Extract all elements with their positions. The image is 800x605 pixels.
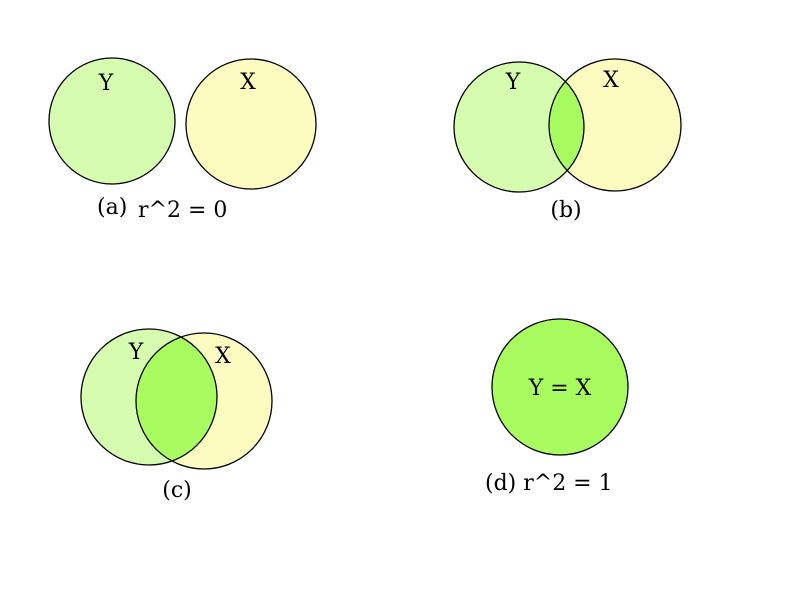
- panel-c: Y X (c): [80, 328, 273, 503]
- panel-b-x-circle: [549, 59, 681, 191]
- panel-d-circle: [491, 318, 629, 456]
- panel-a-y-label: Y: [98, 71, 114, 96]
- panel-a-y-circle: [48, 57, 176, 185]
- panel-b-y-label: Y: [505, 70, 521, 95]
- panel-a-caption-expr: r^2 = 0: [138, 198, 227, 223]
- panel-c-y-outline: [80, 328, 218, 466]
- panel-c-x-label: X: [215, 344, 231, 369]
- panel-b-x-label: X: [603, 68, 619, 93]
- panel-d-caption: (d) r^2 = 1: [485, 471, 613, 496]
- panel-b-y-outline: [453, 61, 585, 193]
- panel-b-caption: (b): [550, 198, 581, 223]
- panel-a-caption-id: (a): [97, 195, 127, 220]
- panel-b-y-circle: [454, 62, 584, 192]
- panel-c-caption: (c): [162, 478, 192, 503]
- panel-a: Y X (a) r^2 = 0: [48, 57, 317, 223]
- panel-c-overlap: [136, 333, 217, 465]
- panel-b: Y X (b): [453, 58, 682, 223]
- panel-a-x-label: X: [240, 70, 256, 95]
- panel-a-x-circle: [185, 58, 317, 190]
- panel-c-y-label: Y: [128, 340, 144, 365]
- panel-d-label: Y = X: [528, 376, 592, 401]
- panel-d: Y = X (d) r^2 = 1: [485, 318, 629, 496]
- panel-b-x-outline: [548, 58, 682, 192]
- panel-c-x-outline: [135, 332, 273, 470]
